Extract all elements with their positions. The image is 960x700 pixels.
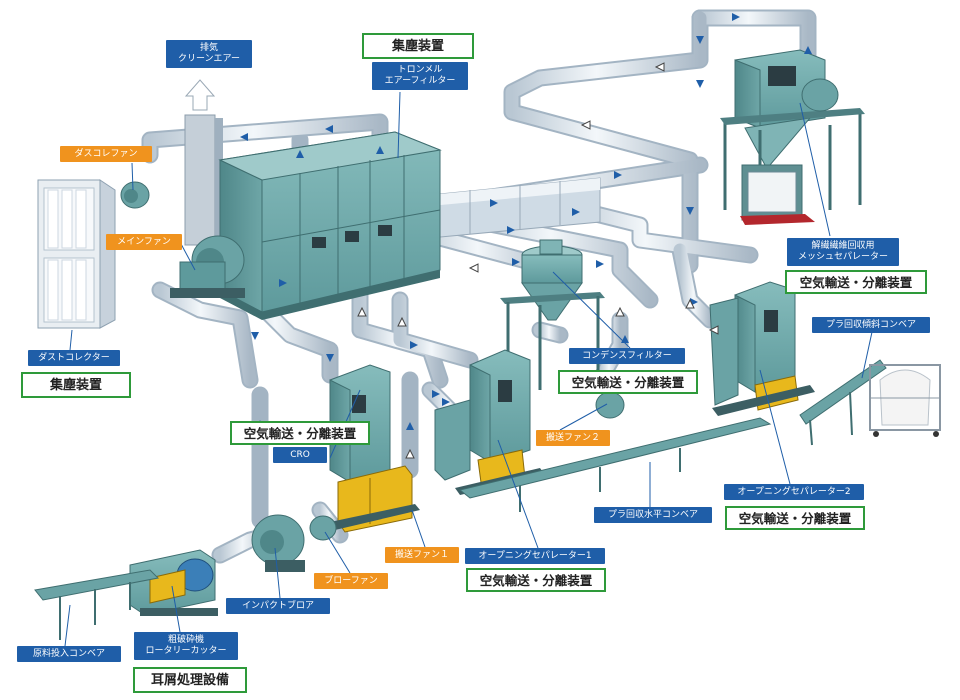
main-dust-collector-housing xyxy=(218,131,442,320)
condense-filter xyxy=(500,239,625,419)
carry-fan-2-label: 搬送ファン２ xyxy=(536,430,610,446)
opening-sep-2-label: オープニングセパレーター2 xyxy=(724,484,864,500)
dust-collector-label: ダストコレクター xyxy=(28,350,120,366)
impact-blower-label: インパクトブロア xyxy=(226,598,330,614)
exhaust-label-line2: クリーンエアー xyxy=(177,54,240,64)
air-sep-right-title: 空気輸送・分離装置 xyxy=(785,270,927,294)
fiber-separator-label-line2: メッシュセパレーター xyxy=(797,252,888,262)
exhaust-label-line1: 排気 xyxy=(199,43,218,53)
fiber-separator-label: 解繊繊維回収用 メッシュセパレーター xyxy=(787,238,899,266)
incline-conveyor xyxy=(799,359,887,446)
coarse-crusher-label-line1: 粗破砕機 xyxy=(167,635,204,645)
fiber-separator-label-line1: 解繊繊維回収用 xyxy=(811,241,875,251)
dust-collector xyxy=(37,179,116,329)
air-sep-cro-title: 空気輸送・分離装置 xyxy=(230,421,370,445)
coarse-crusher-label-line2: ロータリーカッター xyxy=(145,646,227,656)
exhaust-label: 排気 クリーンエアー xyxy=(166,40,252,68)
opening-separator-2 xyxy=(709,281,815,416)
dust-fan xyxy=(120,181,150,209)
horizontal-conveyor-label: プラ回収水平コンベア xyxy=(594,507,712,523)
impact-blower xyxy=(251,514,305,572)
trommel-label-line2: エアーフィルター xyxy=(384,76,456,86)
flow-arrows xyxy=(240,13,812,430)
exhaust-stack xyxy=(184,79,223,246)
dust-fan-label: ダスコレファン xyxy=(60,146,152,162)
main-fan xyxy=(170,235,245,298)
opening-separator-1 xyxy=(434,349,545,495)
horizontal-conveyor xyxy=(458,417,772,512)
edge-processing-title: 耳屑処理設備 xyxy=(133,667,247,693)
main-fan-label: メインファン xyxy=(106,234,182,250)
carry-fan-1-label: 搬送ファン１ xyxy=(385,547,459,563)
mesh-separator xyxy=(720,49,865,225)
dust-collection-main-title: 集塵装置 xyxy=(362,33,474,59)
trommel-label: トロンメル エアーフィルター xyxy=(372,62,468,90)
leader-lines xyxy=(64,91,873,647)
opening-sep-1-label: オープニングセパレーター1 xyxy=(465,548,605,564)
condense-filter-label: コンデンスフィルター xyxy=(569,348,685,364)
blow-fan-label: ブローファン xyxy=(314,573,388,589)
cro-label: CRO xyxy=(273,447,327,463)
air-sep-os1-title: 空気輸送・分離装置 xyxy=(466,568,606,592)
feed-conveyor xyxy=(34,569,160,640)
air-sep-os2-title: 空気輸送・分離装置 xyxy=(725,506,865,530)
trommel-cylinder xyxy=(429,177,601,239)
coarse-crusher-label: 粗破砕機 ロータリーカッター xyxy=(134,632,238,660)
flow-arrows-gray xyxy=(357,62,719,459)
incline-conveyor-label: プラ回収傾斜コンベア xyxy=(812,317,930,333)
dust-collection-left-title: 集塵装置 xyxy=(21,372,131,398)
rotary-cutter xyxy=(129,549,218,616)
collection-cart xyxy=(869,364,941,437)
cro-unit xyxy=(309,364,420,541)
feed-conveyor-label: 原料投入コンベア xyxy=(17,646,121,662)
trommel-label-line1: トロンメル xyxy=(397,65,443,75)
air-sep-center-title: 空気輸送・分離装置 xyxy=(558,370,698,394)
